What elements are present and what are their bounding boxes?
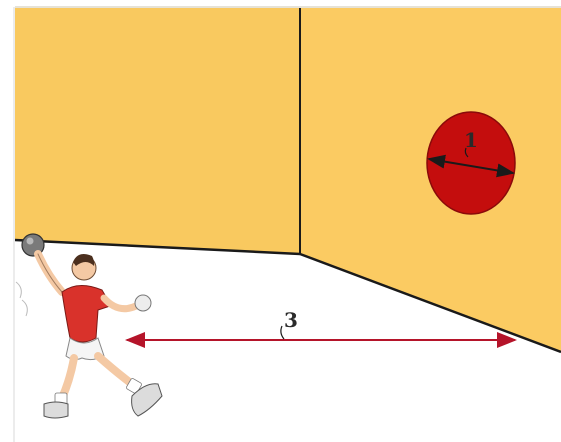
- player-figure: [15, 233, 163, 419]
- small-ball: [134, 294, 152, 312]
- distance-label: 3: [284, 308, 298, 332]
- left-wall: [15, 8, 300, 254]
- front-floor-edge: [299, 252, 561, 354]
- player-shirt: [61, 285, 111, 343]
- distance-label-leader: [280, 325, 285, 340]
- diameter-label-leader: [464, 147, 469, 158]
- left-floor-edge: [14, 238, 301, 256]
- target-diameter-label: 1: [464, 128, 478, 152]
- right-shoe: [131, 383, 163, 417]
- target-diameter-arrow: [427, 154, 515, 178]
- left-shoe: [43, 401, 69, 419]
